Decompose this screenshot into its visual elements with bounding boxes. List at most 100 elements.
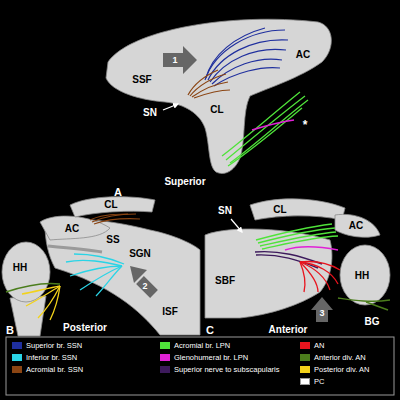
acromial-branch-ssn [192,82,228,97]
legend-text: Acromial br. LPN [174,342,230,350]
pointer-arrow [163,104,178,110]
scapula-anterior [335,214,380,237]
scapula-anterior [340,245,390,305]
legend-frame [6,337,394,395]
posterior-division-an [22,286,60,294]
legend-swatch [160,354,170,361]
acromial-branch-ssn [94,219,140,224]
scapula-anterior [205,229,332,318]
view-arrow [163,46,197,74]
legend-swatch [300,378,310,385]
acromial-branch-ssn [92,214,136,222]
scapular-spine [48,246,102,252]
region-label: HH [13,263,27,273]
pointer-arrow [231,219,242,232]
glenohumeral-branch-lpn [252,120,294,130]
legend-entry: Inferior br. SSN [12,354,77,362]
acromial-branch-ssn [188,70,230,98]
callout-number: 1 [172,56,177,65]
acromial-branch-lpn [260,232,336,246]
legend-frame [6,337,394,395]
view-arrow [140,280,154,294]
marker-symbol: * [303,119,308,131]
view-label: Anterior [269,325,308,335]
view-arrow [130,266,154,294]
legend-entry: AN [300,342,324,350]
acromial-branch-lpn [256,224,338,249]
legend-swatch [12,366,22,373]
region-label: SGN [129,249,151,259]
legend-entry: Superior nerve to subscapularis [160,366,279,374]
acromial-branch-lpn [222,92,300,156]
legend-entry: Anterior div. AN [300,354,366,362]
region-label: ISF [162,307,178,317]
posterior-division-an [22,286,60,320]
anterior-division-an [338,298,390,310]
acromial-branch-lpn [226,96,305,160]
superior-branch-ssn [210,49,286,82]
legend-text: Superior br. SSN [26,342,82,350]
region-label: SBF [215,276,235,286]
legend-swatch [300,342,310,349]
legend-entry: Glenohumeral br. LPN [160,354,248,362]
anterior-division-an [366,302,388,310]
anterior-division-an [6,283,60,292]
legend-text: Acromial br. SSN [26,366,83,374]
inferior-branch-ssn [96,266,122,296]
legend-text: AN [314,342,324,350]
legend-swatch [12,342,22,349]
callout-number: 3 [319,309,324,318]
axillary-nerve [300,262,305,292]
superior-nerve-subscapularis [255,252,322,268]
superior-branch-ssn [206,28,265,78]
acromial-branch-ssn [90,214,128,220]
region-label: SS [106,235,119,245]
panel-letter: A [114,187,122,198]
glenohumeral-branch-lpn [285,247,338,250]
scapula-posterior [2,197,200,336]
region-label: AC [349,221,363,231]
panel-letter: B [6,325,14,336]
scapula-anterior [205,199,390,318]
glenohumeral-branch-lpn [285,247,338,250]
region-label: HH [355,271,369,281]
inferior-branch-ssn [66,260,122,266]
acromial-branch-lpn [230,100,308,163]
legend-text: Inferior br. SSN [26,354,77,362]
legend-text: Posterior div. AN [314,366,369,374]
axillary-nerve [300,262,338,284]
view-arrow [130,266,147,283]
legend-swatch [160,366,170,373]
region-label: AC [65,224,79,234]
inferior-branch-ssn [74,254,124,264]
posterior-division-an [50,286,60,320]
view-arrow [163,46,197,74]
pointer-arrow [231,219,242,232]
inferior-branch-ssn [66,254,124,296]
panel-letter: C [206,325,214,336]
scapula-superior [106,19,331,173]
legend-swatch [300,354,310,361]
region-label: CL [273,205,286,215]
legend-swatch [12,354,22,361]
acromial-branch-ssn [90,214,140,224]
inferior-branch-ssn [80,266,122,290]
acromial-branch-ssn [188,70,218,95]
legend-swatch [300,366,310,373]
scapula-superior [106,19,331,173]
acromial-branch-lpn [262,236,338,249]
region-label: SSF [132,75,151,85]
view-arrow [311,297,333,322]
legend-text: Glenohumeral br. LPN [174,354,248,362]
region-label: CL [104,200,117,210]
acromial-branch-lpn [228,108,302,166]
region-label: CL [210,105,223,115]
axillary-nerve [300,261,340,292]
scapula-anterior [250,199,345,220]
acromial-branch-lpn [222,92,308,166]
view-label: Superior [164,177,205,187]
legend-swatch [160,342,170,349]
nerve-label: SN [143,108,157,118]
pointer-arrow [163,104,178,110]
